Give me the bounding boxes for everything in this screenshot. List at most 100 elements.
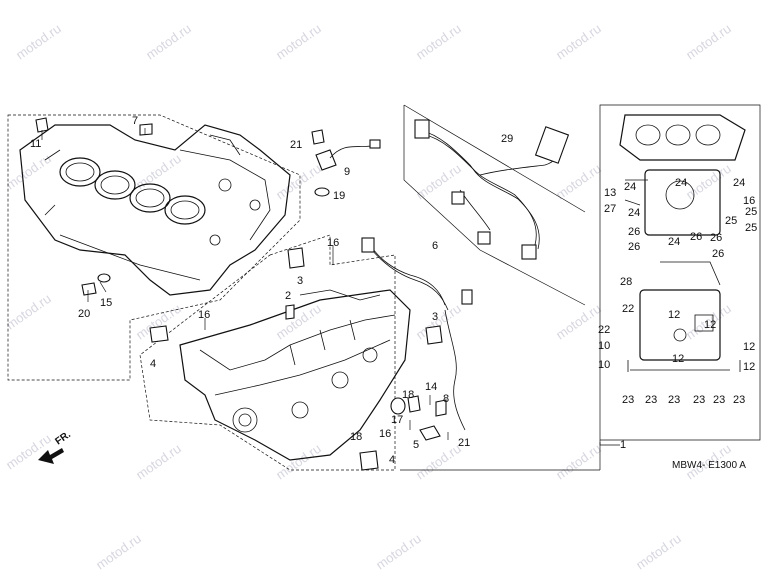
watermark: motod.ru [273, 301, 324, 343]
callout-label: 26 [710, 232, 722, 244]
connector-icon [451, 191, 465, 205]
callout-label: 10 [598, 340, 610, 352]
watermark: motod.ru [553, 441, 604, 483]
oil-pan-panel [599, 104, 761, 441]
bolt-icon [311, 129, 325, 145]
lower-crankcase-drawing [139, 234, 411, 471]
callout-label: 23 [713, 394, 725, 406]
watermark: motod.ru [273, 441, 324, 483]
connector-icon [534, 126, 570, 164]
leader-lines [41, 128, 648, 471]
callout-label: 5 [413, 439, 419, 451]
callout-label: 27 [604, 203, 616, 215]
callout-label: 25 [745, 206, 757, 218]
bolt-icon [81, 282, 97, 296]
callout-label: 16 [198, 309, 210, 321]
o-ring-icon [314, 187, 330, 197]
callout-label: 12 [743, 341, 755, 353]
front-arrow-icon [38, 448, 64, 464]
watermark: motod.ru [273, 21, 324, 63]
callout-label: 23 [645, 394, 657, 406]
callout-label: 15 [100, 297, 112, 309]
watermark: motod.ru [553, 21, 604, 63]
callout-label: 2 [285, 290, 291, 302]
callout-label: 9 [344, 166, 350, 178]
pin-icon [285, 304, 295, 320]
connector-icon [521, 244, 537, 260]
watermark: motod.ru [373, 531, 424, 573]
front-label: FR. [53, 429, 73, 447]
callout-label: 3 [297, 275, 303, 287]
callout-label: 11 [30, 138, 41, 150]
callout-label: 6 [432, 240, 438, 252]
watermark: motod.ru [133, 441, 184, 483]
callout-label: 26 [628, 241, 640, 253]
callout-label: 16 [327, 237, 339, 249]
callout-label: 24 [675, 177, 687, 189]
callout-label: 25 [745, 222, 757, 234]
callout-label: 24 [628, 207, 640, 219]
callout-label: 21 [290, 139, 302, 151]
upper-crankcase-drawing [7, 114, 301, 381]
callout-label: 23 [693, 394, 705, 406]
sensor-assembly-drawing [311, 129, 381, 197]
watermark: motod.ru [413, 21, 464, 63]
watermark: motod.ru [683, 21, 734, 63]
bolt-icon [435, 399, 447, 417]
washer-icon [97, 273, 111, 283]
watermark: motod.ru [553, 161, 604, 203]
callout-label: 25 [725, 215, 737, 227]
callout-label: 20 [78, 308, 90, 320]
callout-label: 3 [432, 311, 438, 323]
watermark: motod.ru [133, 151, 184, 193]
callout-label: 24 [733, 177, 745, 189]
callout-label: 26 [690, 231, 702, 243]
sensor-icon [407, 395, 421, 413]
bolt-icon [35, 117, 49, 133]
callout-label: 24 [668, 236, 680, 248]
callout-label: 7 [132, 115, 138, 127]
bolt-icon [139, 123, 153, 136]
callout-label: 8 [443, 393, 449, 405]
callout-label: 4 [389, 454, 395, 466]
watermark: motod.ru [3, 431, 54, 473]
clip-icon [419, 425, 441, 441]
callout-label: 23 [733, 394, 745, 406]
watermark: motod.ru [13, 21, 64, 63]
callout-label: 19 [333, 190, 345, 202]
callout-label: 23 [668, 394, 680, 406]
callout-label: 13 [604, 187, 616, 199]
callout-labels: 1 2 3 3 4 4 5 6 7 8 9 10 10 11 12 12 12 … [30, 115, 757, 466]
plug-icon [359, 450, 379, 471]
watermark: motod.ru [553, 301, 604, 343]
callout-label: 18 [402, 389, 414, 401]
harness-29-panel [403, 104, 586, 306]
callout-label: 23 [622, 394, 634, 406]
diagram-code: MBW4- E1300 A [672, 460, 746, 471]
callout-label: 10 [598, 359, 610, 371]
callout-label: 18 [350, 431, 362, 443]
callout-label: 16 [743, 195, 755, 207]
watermark: motod.ru [93, 531, 144, 573]
collar-icon [390, 397, 406, 415]
callout-label: 12 [672, 353, 684, 365]
watermark: motod.ru [683, 161, 734, 203]
callout-label: 4 [150, 358, 156, 370]
small-parts-left [35, 117, 447, 471]
callout-label: 26 [712, 248, 724, 260]
watermark: motod.ru [143, 21, 194, 63]
plug-icon [149, 325, 169, 343]
watermark: motod.ru [413, 441, 464, 483]
dowel-icon [425, 325, 443, 345]
callout-label: 1 [620, 439, 626, 451]
callout-label: 22 [622, 303, 634, 315]
dowel-icon [287, 247, 305, 269]
connector-icon [477, 231, 491, 245]
callout-label: 21 [458, 437, 470, 449]
callout-label: 26 [628, 226, 640, 238]
connector-icon [414, 119, 430, 139]
callout-label: 28 [620, 276, 632, 288]
watermark: motod.ru [633, 531, 684, 573]
callout-label: 22 [598, 324, 610, 336]
